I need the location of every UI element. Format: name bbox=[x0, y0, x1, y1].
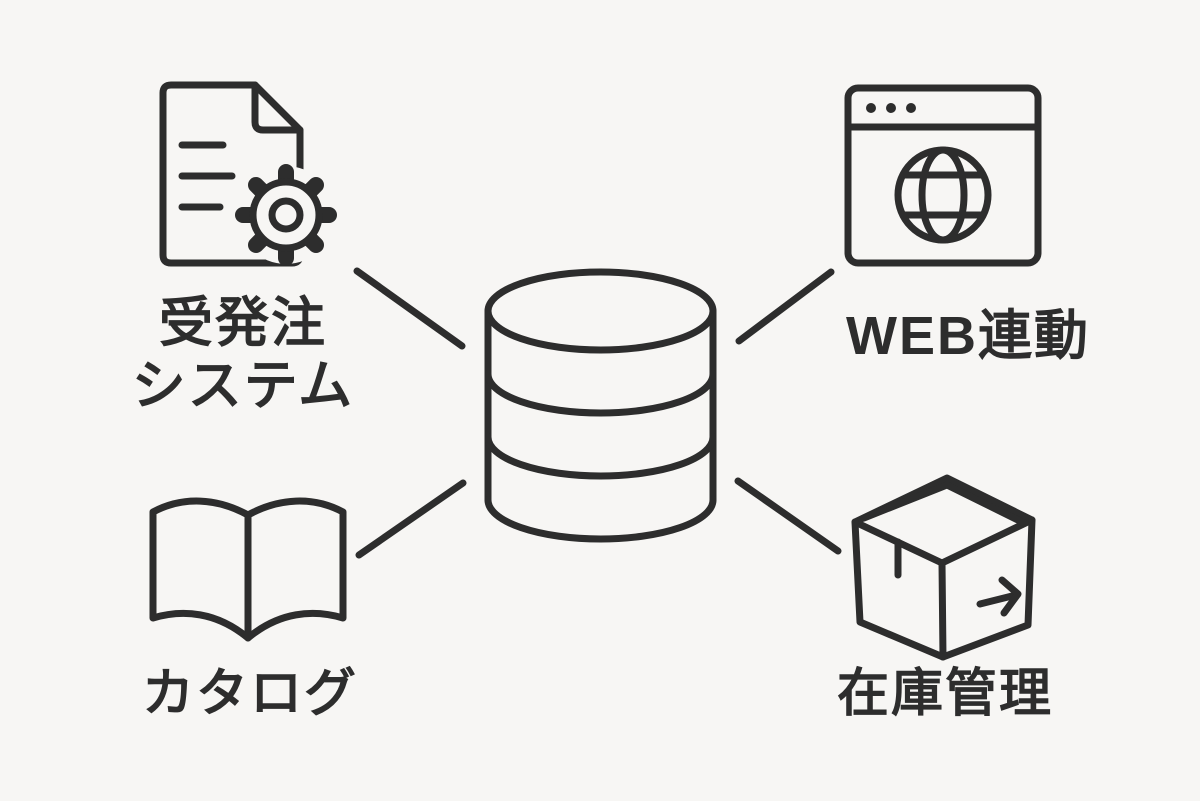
globe-icon bbox=[894, 146, 992, 244]
label-order-system: 受発注 システム bbox=[93, 292, 393, 418]
browser-globe-icon bbox=[844, 84, 1042, 267]
connector-top-left bbox=[353, 267, 466, 350]
document-gear-icon bbox=[159, 81, 337, 267]
connector-bottom-right bbox=[734, 477, 842, 555]
browser-dot-icon bbox=[886, 103, 896, 113]
label-order-system-line1: 受発注 bbox=[159, 293, 327, 353]
connector-top-right bbox=[735, 268, 835, 345]
label-inventory-line1: 在庫管理 bbox=[836, 665, 1053, 723]
label-web-link: WEB連動 bbox=[818, 305, 1118, 368]
label-catalog: カタログ bbox=[100, 664, 400, 724]
label-web-link-line1: WEB連動 bbox=[846, 306, 1090, 366]
open-book-icon bbox=[149, 497, 347, 642]
label-order-system-line2: システム bbox=[131, 356, 355, 416]
browser-dot-icon bbox=[906, 103, 916, 113]
gear-icon bbox=[235, 164, 337, 266]
database-icon bbox=[484, 268, 717, 543]
browser-dot-icon bbox=[866, 103, 876, 113]
connector-bottom-left bbox=[355, 479, 467, 559]
package-box-icon bbox=[851, 474, 1036, 661]
label-inventory: 在庫管理 bbox=[795, 664, 1095, 724]
arrow-right-icon bbox=[976, 576, 1022, 617]
label-catalog-line1: カタログ bbox=[141, 665, 358, 723]
